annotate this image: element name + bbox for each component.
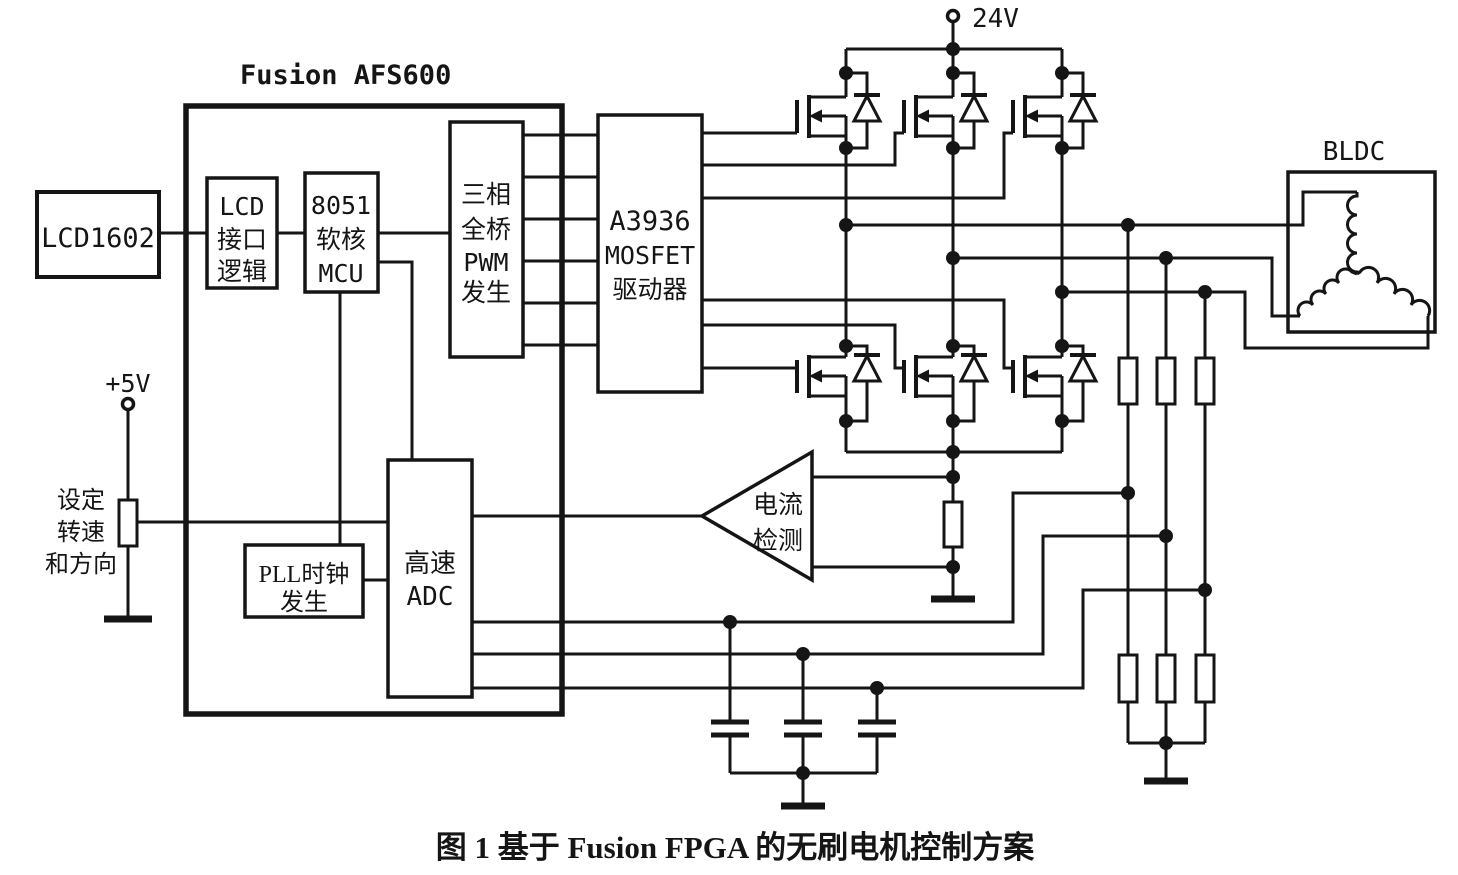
amp-line1: 电流 [753,491,803,519]
fpga-boundary-box [183,103,565,717]
pwm-line3: PWM [463,248,508,277]
mcu-box [303,171,380,294]
mcu-line1: 8051 [311,191,371,220]
lcd1602-label: LCD1602 [41,223,155,254]
divider-resistor-b-upper [1155,356,1177,406]
mcu-line2: 软核 [316,226,366,254]
blocks [35,103,1437,717]
wire-diode-ties-a [846,71,869,423]
pll-box [243,543,365,619]
mcu-line3: MCU [318,259,363,288]
divider-resistor-a-lower [1117,653,1139,704]
winding-coil-right [1356,265,1432,317]
current-sense-resistor [942,500,964,549]
winding-coil-left [1296,267,1358,317]
lcd-if-line1: LCD [219,192,264,221]
speed-set-line2: 转速 [57,519,105,546]
divider-resistor-a-upper [1117,356,1139,406]
bldc-label: BLDC [1323,137,1386,167]
wire-diode-ties-b [953,71,976,423]
wire-bemf-dividers [1126,225,1207,779]
supply-5v-label: +5V [105,369,150,398]
adc-line1: 高速 [404,549,456,578]
amp-line2: 检测 [753,527,803,555]
driver-line3: 驱动器 [612,277,687,304]
wire-diode-ties-c [1062,71,1085,423]
supply-24v-label: 24V [972,4,1019,34]
adc-line2: ADC [407,582,454,612]
pwm-line1: 三相 [461,181,511,209]
resistors [117,356,1216,704]
wire-fpga-internal [137,231,450,582]
lcd1602-box [35,190,161,279]
filter-capacitor-plates [711,719,896,738]
bldc-motor-box [1286,170,1437,334]
pll-line1: PLL时钟 [259,561,350,588]
speed-set-potentiometer [117,498,139,548]
wires [126,22,1430,804]
driver-line1: A3936 [609,206,690,237]
figure-caption: 图 1 基于 Fusion FPGA 的无刷电机控制方案 [436,830,1036,865]
wire-motor-phases [846,190,1430,350]
junction-dots [723,42,1212,780]
lcd-if-line2: 接口 [217,226,267,254]
speed-set-line1: 设定 [57,487,105,514]
divider-resistor-c-upper [1194,356,1216,406]
lcd-if-line3: 逻辑 [217,258,267,286]
terminal-5v-icon [120,396,136,412]
wire-current-sense [472,475,953,569]
pwm-line4: 发生 [461,279,511,307]
adc-box [386,458,474,699]
labels: Fusion AFS600 LCD1602 LCD 接口 逻辑 8051 软核 … [41,4,1385,865]
divider-resistor-b-lower [1155,653,1177,704]
pwm-line2: 全桥 [461,216,511,244]
driver-line2: MOSFET [605,241,695,270]
divider-resistor-c-lower [1194,653,1216,704]
terminal-24v-icon [945,8,961,24]
speed-set-line3: 和方向 [45,551,117,578]
fpga-title: Fusion AFS600 [240,60,451,91]
pll-line2: 发生 [280,589,328,616]
motor-winding [1296,192,1432,317]
wire-gate-drives [702,131,1013,370]
pwm-generator-box [448,120,525,359]
current-sense-amp [698,448,814,584]
a3936-driver-box [596,113,704,394]
lcd-interface-box [205,176,279,290]
wire-bemf-taps-to-adc [472,491,1205,690]
winding-coil-top [1346,192,1359,274]
ground-symbols [104,595,1188,810]
